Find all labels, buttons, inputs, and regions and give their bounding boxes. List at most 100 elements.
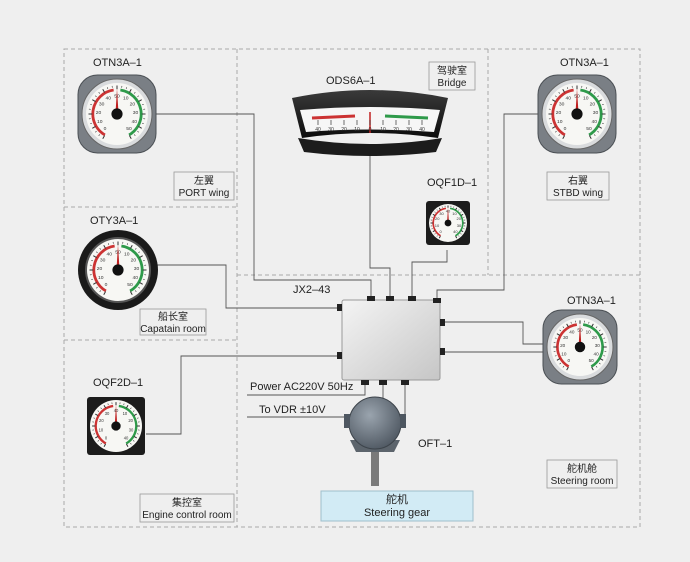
gauge-hub [112, 264, 123, 275]
gauge-tick-label: 50 [127, 282, 133, 288]
steering-gear-zh: 舵机 [386, 492, 408, 506]
gauge-tick-label: 0 [104, 126, 107, 132]
gauge-tick-label: 0 [564, 126, 567, 132]
gauge-tick-label: 20 [131, 257, 137, 263]
junction-box-gland [386, 296, 394, 301]
gauge-tick-label: 40 [124, 436, 129, 441]
gauge-hub [111, 108, 122, 119]
gauge-tick-label: 0 [568, 358, 571, 363]
bridge-tick-label: 20 [341, 127, 347, 133]
gauge-tick-label: 20 [130, 101, 136, 107]
location-engine-zh: 集控室 [172, 496, 202, 509]
location-bridge-en: Bridge [438, 78, 467, 89]
location-steering-room: 舵机舱 Steering room [547, 460, 617, 488]
location-stbd-en: STBD wing [553, 188, 603, 199]
gauge-tick-label: 40 [106, 95, 112, 101]
gauge-tick-label: 20 [556, 110, 562, 116]
bridge-tick-label: 20 [393, 127, 399, 133]
port-indicator-label: OTN3A–1 [93, 57, 142, 69]
location-engine: 集控室 Engine control room [140, 494, 234, 522]
junction-box-label: JX2–43 [293, 284, 330, 296]
gauge-tick-label: 20 [560, 343, 566, 348]
gauge-tick-label: 40 [446, 209, 451, 214]
gauge-hub [111, 421, 120, 430]
gauge-tick-label: 20 [99, 418, 104, 423]
bridge-tick-label: 40 [419, 127, 425, 133]
transmitter-ear [344, 414, 350, 428]
junction-box-gland [337, 304, 342, 311]
location-port: 左翼 PORT wing [174, 172, 234, 200]
junction-box-gland [440, 348, 445, 355]
gauge-tick-label: 30 [134, 266, 140, 272]
gauge-tick-label: 10 [123, 95, 129, 101]
gauge-tick-label: 40 [453, 229, 458, 234]
bridge-tick-label: 30 [328, 127, 334, 133]
gauge-tick-label: 40 [591, 119, 597, 125]
gauge-tick-label: 30 [129, 428, 134, 433]
gauge-tick-label: 10 [98, 275, 104, 281]
gauge-tick-label: 30 [559, 101, 565, 107]
gauge-tick-label: 10 [99, 428, 104, 433]
transmitter-label: OFT–1 [418, 438, 452, 450]
junction-box-gland [367, 296, 375, 301]
junction-box-gland [361, 380, 369, 385]
gauge-tick-label: 10 [586, 329, 592, 334]
gauge-tick-label: 30 [105, 411, 110, 416]
gauge-hub [445, 220, 452, 227]
bridge-tick-label: 10 [380, 127, 386, 133]
bridge-tick-label: 0 [369, 127, 372, 133]
location-bridge: 驾驶室 Bridge [429, 62, 475, 90]
gauge-tick-label: 10 [435, 223, 440, 228]
gauge-hub [575, 342, 585, 352]
gauge-tick-label: 20 [592, 335, 598, 340]
junction-box-gland [440, 319, 445, 326]
gauge-tick-label: 30 [563, 335, 569, 340]
gauge-tick-label: 20 [128, 418, 133, 423]
junction-box-gland [337, 352, 342, 359]
gauge-tick-label: 20 [456, 216, 461, 221]
gauge-tick-label: 30 [100, 257, 106, 263]
gauge-tick-label: 30 [99, 101, 105, 107]
gauge-tick-label: 20 [97, 266, 103, 272]
location-engine-en: Engine control room [142, 510, 232, 521]
bridge-indicator-label: ODS6A–1 [326, 75, 376, 87]
gauge-hub [571, 108, 582, 119]
gauge-tick-label: 50 [586, 126, 592, 132]
location-port-en: PORT wing [179, 188, 230, 199]
gauge-tick-label: 10 [561, 351, 567, 356]
gauge-tick-label: 50 [126, 126, 132, 132]
location-steering-room-zh: 舵机舱 [567, 462, 597, 475]
location-captain: 船长室 Capatain room [140, 309, 206, 335]
location-captain-zh: 船长室 [158, 310, 188, 323]
gauge-tick-label: 20 [435, 216, 440, 221]
gauge-tick-label: 20 [96, 110, 102, 116]
junction-box-gland [408, 296, 416, 301]
transmitter-device [344, 397, 406, 486]
stbd-indicator-label: OTN3A–1 [560, 57, 609, 69]
gauge-tick-label: 10 [123, 411, 128, 416]
bridge-indicator-stbd-arc [385, 116, 428, 118]
bridge-tick-label: 40 [315, 127, 321, 133]
junction-box-body [342, 300, 440, 380]
gauge-tick-label: 10 [583, 95, 589, 101]
bridge-indicator-port-arc [312, 116, 355, 118]
gauge-tick-label: 40 [132, 275, 138, 281]
power-label: Power AC220V 50Hz [250, 381, 353, 393]
gauge-tick-label: 20 [590, 101, 596, 107]
gauge-tick-label: 10 [97, 119, 103, 125]
gauge-tick-label: 40 [569, 329, 575, 334]
bridge-tick-label: 10 [354, 127, 360, 133]
gauge-tick-label: 30 [457, 223, 462, 228]
gauge-tick-label: 30 [593, 110, 599, 116]
location-stbd-zh: 右翼 [568, 174, 588, 187]
location-port-zh: 左翼 [194, 174, 214, 187]
location-captain-en: Capatain room [140, 324, 206, 335]
steering-gear-en: Steering gear [364, 507, 430, 519]
stbd-indicator-gauge: 010203040501020304050 [538, 75, 616, 153]
gauge-tick-label: 10 [557, 119, 563, 125]
gauge-tick-label: 40 [594, 351, 600, 356]
wire-steering-indicator [440, 322, 546, 344]
